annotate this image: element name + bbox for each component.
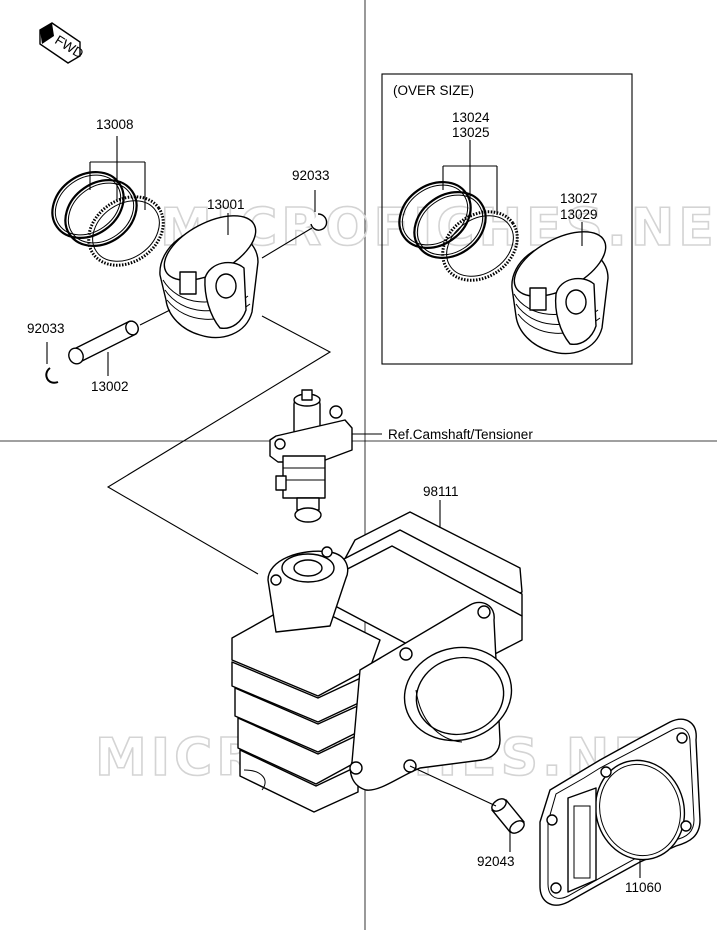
fwd-arrow-icon: FWD — [39, 22, 86, 64]
assembly-line — [106, 315, 332, 575]
cam-chain-tensioner — [269, 389, 353, 523]
label-11060: 11060 — [625, 880, 662, 895]
cylinder-head-gasket-11060 — [539, 718, 701, 906]
dowel-pin-92043 — [491, 798, 525, 834]
piston-13001 — [159, 215, 259, 339]
piston-pin-13002 — [68, 320, 139, 365]
label-13025: 13025 — [452, 125, 490, 140]
label-92033-left: 92033 — [27, 321, 65, 336]
label-13024: 13024 — [452, 110, 490, 125]
piston-pin-clip-top — [310, 213, 328, 231]
label-98111: 98111 — [423, 484, 459, 499]
cylinder-98111 — [231, 511, 523, 813]
label-13029: 13029 — [560, 207, 598, 222]
oversize-box — [381, 73, 633, 365]
label-92043: 92043 — [477, 854, 515, 869]
piston-rings-13008 — [51, 171, 165, 267]
label-13001: 13001 — [207, 197, 245, 212]
label-ref-camshaft-tensioner: Ref.Camshaft/Tensioner — [388, 427, 533, 442]
oversize-title: (OVER SIZE) — [393, 83, 474, 98]
label-92033-top: 92033 — [292, 168, 330, 183]
piston-pin-clip-left — [45, 367, 59, 384]
label-13008: 13008 — [96, 117, 134, 132]
oversize-piston-13027-13029 — [511, 231, 609, 355]
label-13002: 13002 — [91, 379, 129, 394]
label-13027: 13027 — [560, 191, 598, 206]
